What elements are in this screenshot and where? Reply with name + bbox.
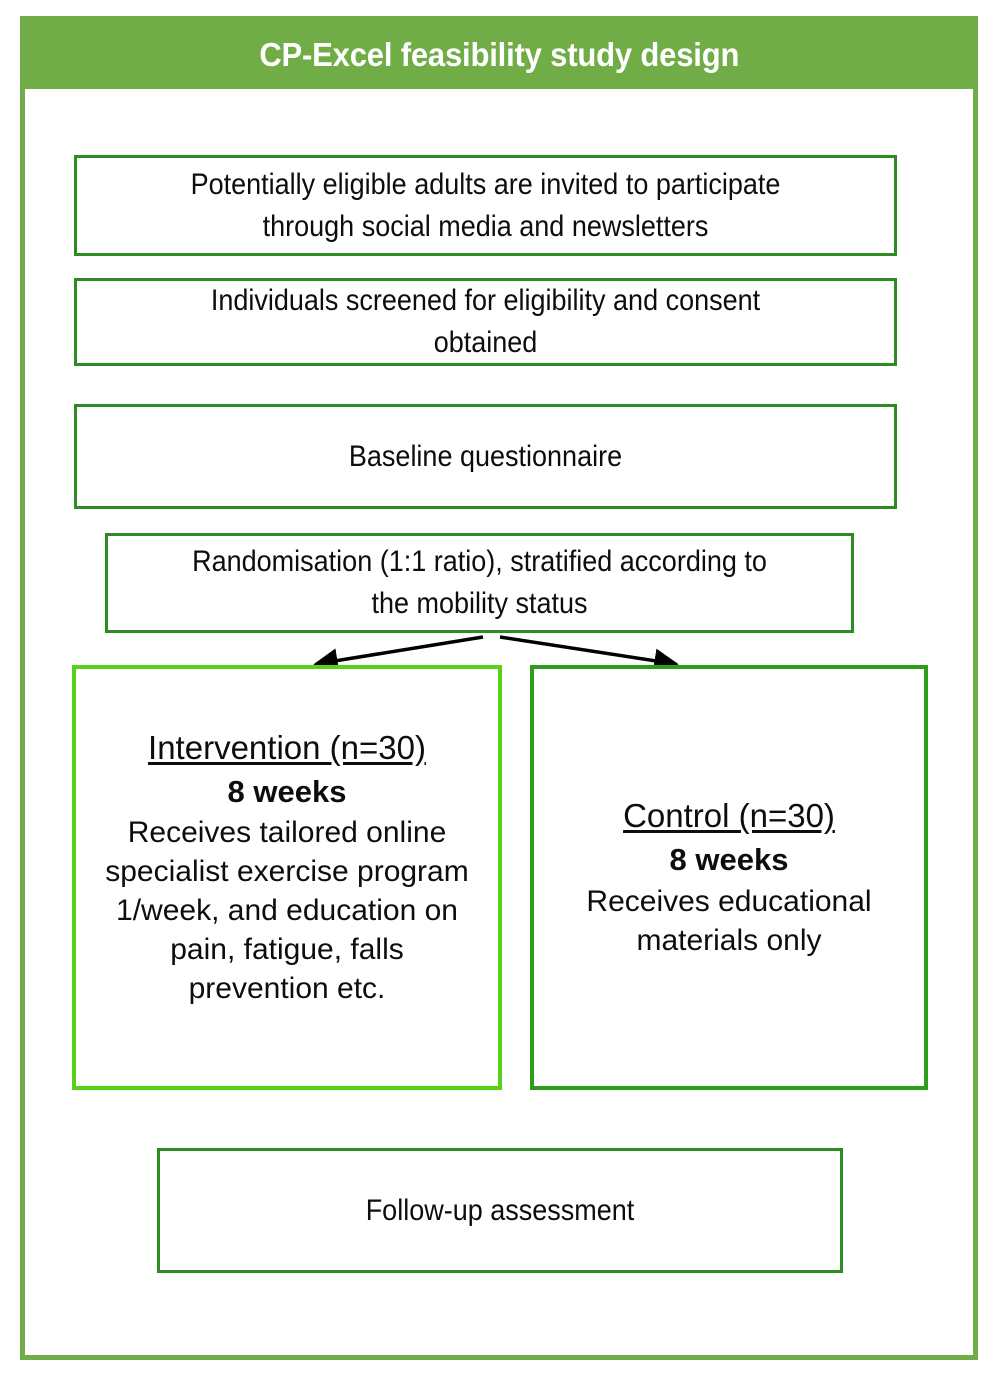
flow-box-screening: Individuals screened for eligibility and…: [74, 278, 897, 366]
flow-box-recruitment: Potentially eligible adults are invited …: [74, 155, 897, 256]
flow-box-recruitment-label: Potentially eligible adults are invited …: [190, 167, 781, 243]
arm-box-control: Control (n=30) 8 weeks Receives educatio…: [530, 665, 928, 1090]
flow-box-baseline: Baseline questionnaire: [74, 404, 897, 509]
flow-box-randomisation: Randomisation (1:1 ratio), stratified ac…: [105, 533, 854, 633]
flow-box-randomisation-label: Randomisation (1:1 ratio), stratified ac…: [192, 545, 767, 620]
arm-intervention-title: Intervention (n=30): [148, 729, 426, 766]
arm-intervention-description: Receives tailored online specialist exer…: [105, 816, 469, 1006]
arm-control-duration: 8 weeks: [669, 842, 789, 878]
flow-box-followup: Follow-up assessment: [157, 1148, 843, 1273]
arm-intervention-duration: 8 weeks: [227, 773, 347, 809]
arm-intervention-content: Intervention (n=30) 8 weeks Receives tai…: [76, 727, 498, 1008]
flow-box-followup-label: Follow-up assessment: [365, 1193, 635, 1227]
flow-box-screening-label: Individuals screened for eligibility and…: [210, 284, 761, 359]
arm-control-content: Control (n=30) 8 weeks Receives educatio…: [534, 795, 924, 959]
figure-title-band: CP-Excel feasibility study design: [25, 21, 973, 89]
arm-control-description: Receives educational materials only: [586, 884, 872, 957]
arm-box-intervention: Intervention (n=30) 8 weeks Receives tai…: [72, 665, 502, 1090]
arm-control-title: Control (n=30): [623, 797, 835, 835]
flow-box-baseline-label: Baseline questionnaire: [348, 439, 623, 473]
page-title: CP-Excel feasibility study design: [259, 36, 739, 73]
